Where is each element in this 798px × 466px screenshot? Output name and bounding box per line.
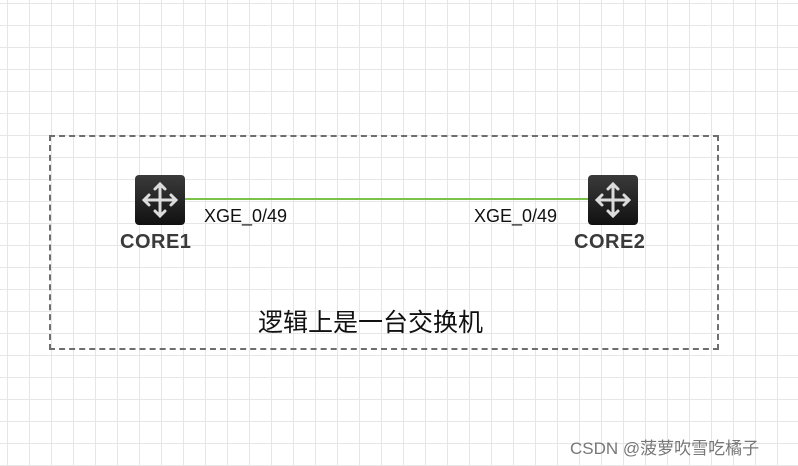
core1-label: CORE1 bbox=[120, 231, 192, 253]
core2-device-icon[interactable] bbox=[588, 175, 638, 225]
watermark: CSDN @菠萝吹雪吃橘子 bbox=[570, 439, 760, 458]
link-line bbox=[183, 198, 589, 200]
l3-switch-icon bbox=[141, 181, 179, 219]
core1-port-label: XGE_0/49 bbox=[204, 206, 288, 226]
core2-label: CORE2 bbox=[574, 231, 646, 253]
l3-switch-icon bbox=[594, 181, 632, 219]
logical-switch-group bbox=[49, 135, 719, 350]
core1-device-icon[interactable] bbox=[135, 175, 185, 225]
group-caption: 逻辑上是一台交换机 bbox=[258, 308, 484, 337]
core2-port-label: XGE_0/49 bbox=[474, 206, 558, 226]
